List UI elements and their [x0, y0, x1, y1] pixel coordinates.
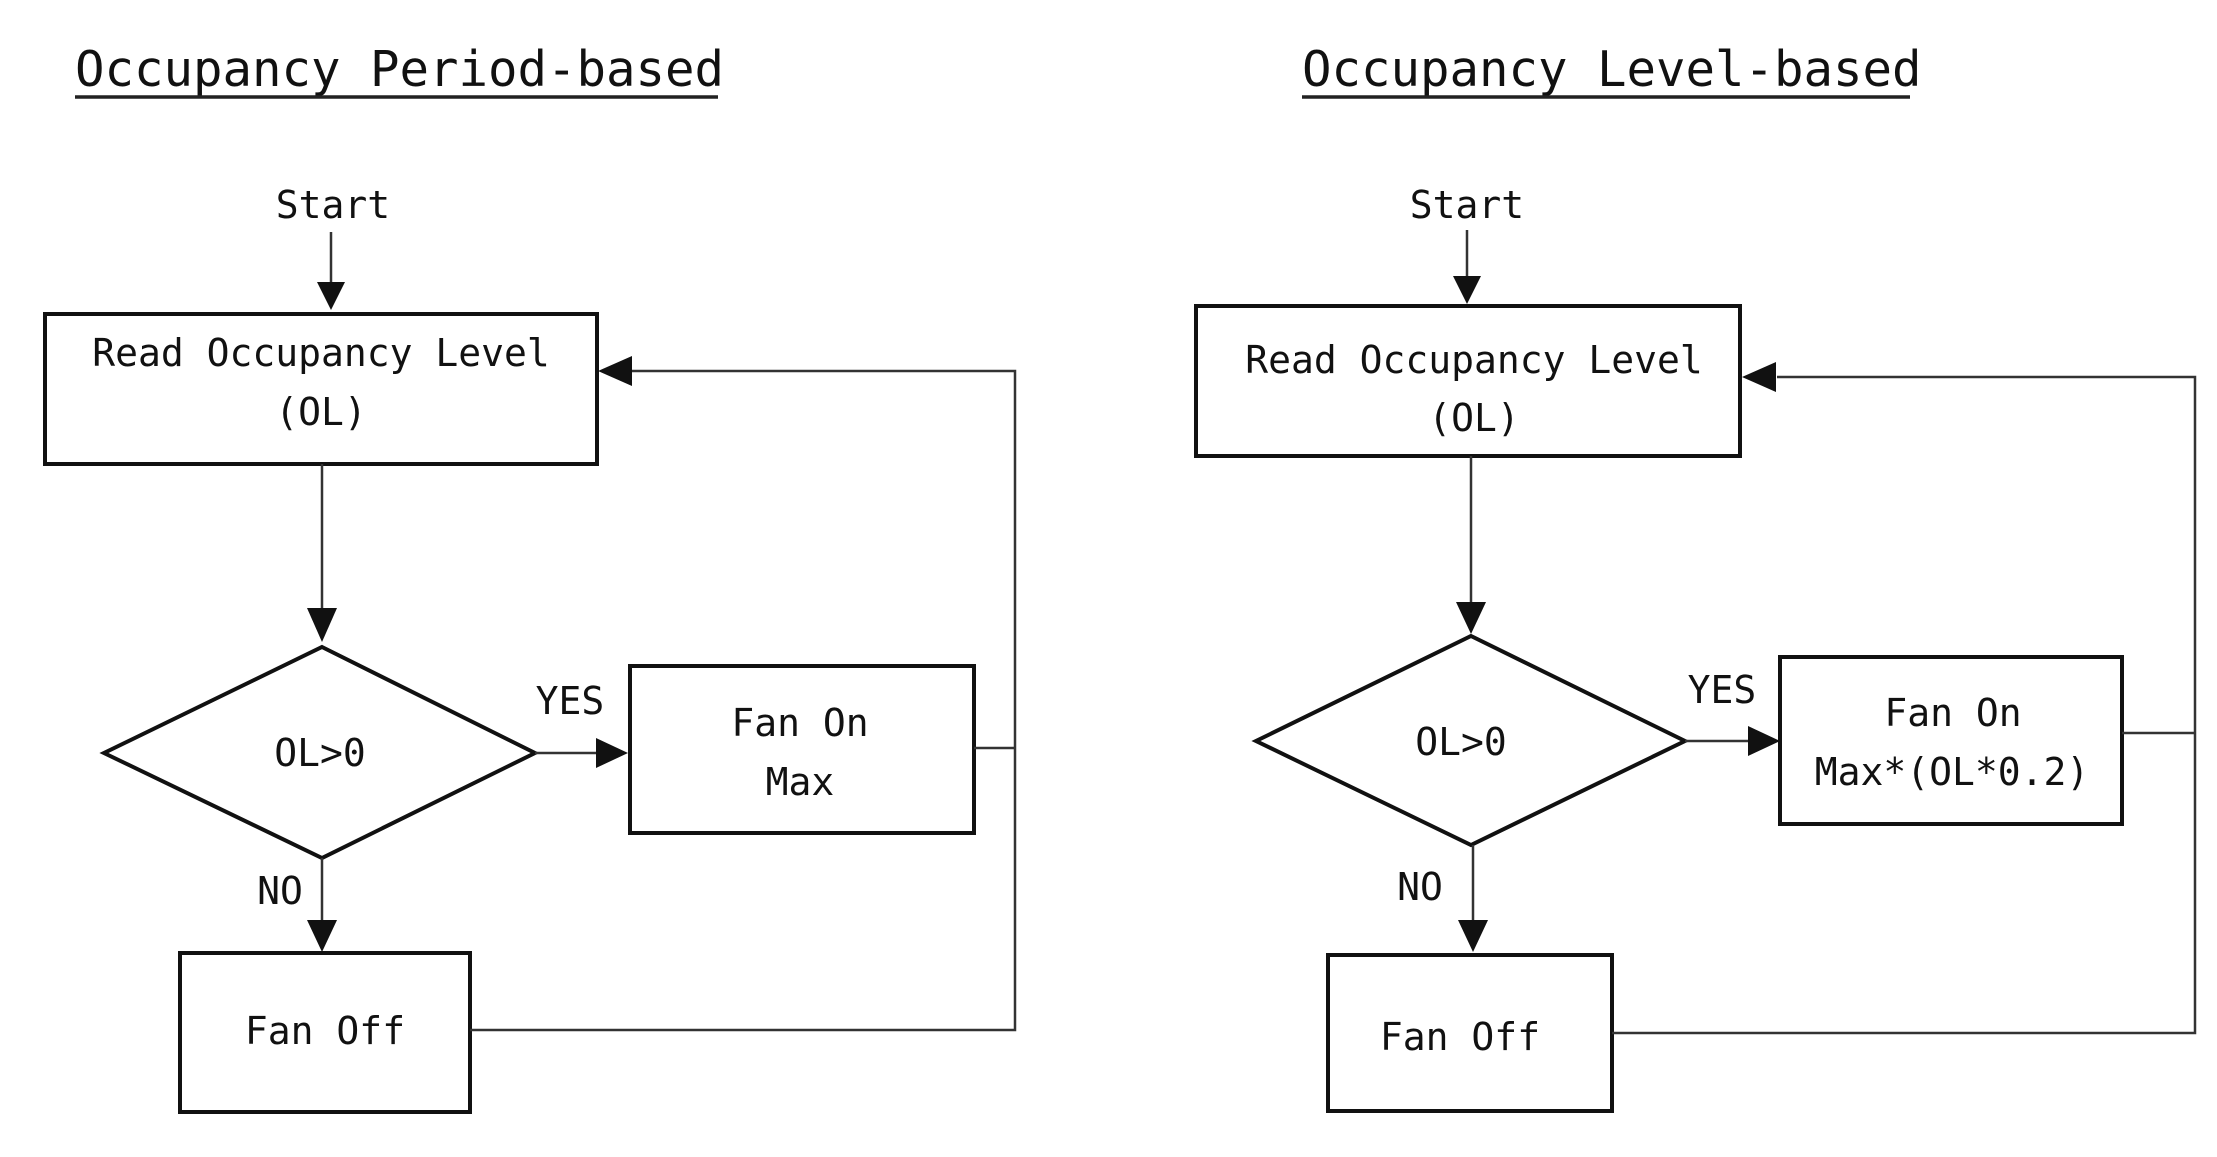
left-read-box	[43, 312, 599, 466]
right-start-arrowhead	[1453, 276, 1481, 304]
right-loop-arrowhead	[1742, 362, 1776, 392]
left-flowchart: Occupancy Period-based Start Read Occupa…	[43, 41, 1017, 1114]
right-read-label-2: (OL)	[1428, 396, 1520, 440]
right-fan-on-box	[1778, 655, 2124, 826]
right-fan-off-label: Fan Off	[1380, 1015, 1540, 1059]
right-fan-on-label-1: Fan On	[1884, 691, 2021, 735]
left-start-arrowhead	[317, 282, 345, 310]
left-decision-arrowhead	[307, 608, 337, 642]
right-feedback-loop-line	[1612, 375, 2197, 1035]
left-loop-arrowhead	[598, 356, 632, 386]
left-fan-off-box	[178, 951, 472, 1114]
right-flowchart: Occupancy Level-based Start Read Occupan…	[1194, 41, 2197, 1113]
right-fan-on-label-2: Max*(OL*0.2)	[1815, 750, 2090, 794]
right-yes-arrowhead	[1748, 726, 1780, 756]
left-read-label-1: Read Occupancy Level	[92, 331, 550, 375]
left-fan-on-label-1: Fan On	[731, 701, 868, 745]
right-decision-label: OL>0	[1415, 720, 1507, 764]
left-decision-label: OL>0	[274, 731, 366, 775]
right-title: Occupancy Level-based	[1302, 41, 1922, 98]
right-read-label-1: Read Occupancy Level	[1245, 338, 1703, 382]
left-no-arrowhead	[307, 920, 337, 952]
left-start-label: Start	[276, 183, 390, 227]
left-no-label: NO	[257, 869, 303, 913]
left-title: Occupancy Period-based	[75, 41, 724, 98]
right-no-arrowhead	[1458, 920, 1488, 952]
right-read-box	[1194, 304, 1742, 458]
left-fan-on-label-2: Max	[766, 760, 835, 804]
left-fan-on-box	[628, 664, 976, 835]
left-feedback-loop-line	[470, 369, 1017, 1032]
left-read-label-2: (OL)	[275, 390, 367, 434]
right-yes-label: YES	[1688, 668, 1757, 712]
right-no-label: NO	[1397, 865, 1443, 909]
left-yes-arrowhead	[596, 738, 628, 768]
left-yes-label: YES	[536, 679, 605, 723]
right-start-label: Start	[1410, 183, 1524, 227]
right-decision-diamond	[1251, 633, 1690, 848]
right-decision-arrowhead	[1456, 602, 1486, 634]
left-fan-off-label: Fan Off	[245, 1009, 405, 1053]
